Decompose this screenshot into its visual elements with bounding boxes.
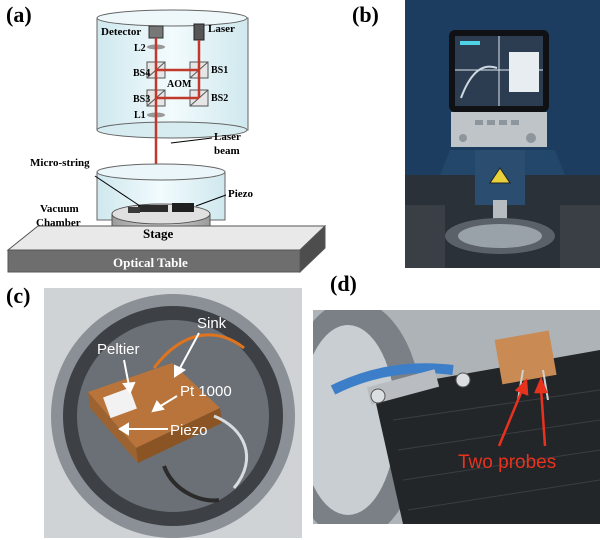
label-pt1000: Pt 1000 bbox=[180, 383, 232, 400]
label-bs1: BS1 bbox=[211, 65, 228, 76]
probe-photo: Two probes bbox=[313, 310, 600, 524]
label-detector: Detector bbox=[101, 26, 141, 38]
label-two-probes: Two probes bbox=[458, 452, 556, 473]
label-piezo-c: Piezo bbox=[170, 422, 208, 439]
label-stage: Stage bbox=[143, 226, 174, 241]
label-peltier: Peltier bbox=[97, 341, 140, 358]
label-vacuum-2: Chamber bbox=[36, 217, 81, 229]
micro-string-chip bbox=[138, 205, 168, 212]
chamber-photo: Sink Peltier Pt 1000 Piezo bbox=[44, 288, 302, 538]
label-l1: L1 bbox=[134, 110, 146, 121]
label-laser-beam-1: Laser bbox=[214, 131, 241, 143]
label-micro-string: Micro-string bbox=[30, 157, 90, 169]
label-sink: Sink bbox=[197, 315, 227, 332]
label-bs3: BS3 bbox=[133, 94, 150, 105]
label-l2: L2 bbox=[134, 43, 146, 54]
instrument-photo bbox=[405, 0, 600, 268]
label-bs2: BS2 bbox=[211, 93, 228, 104]
panel-c-label: (c) bbox=[6, 283, 31, 308]
optical-table-shape bbox=[6, 224, 327, 274]
laser-box bbox=[193, 23, 205, 41]
label-laser: Laser bbox=[208, 23, 235, 35]
label-optical-table: Optical Table bbox=[113, 255, 188, 270]
label-aom: AOM bbox=[167, 79, 192, 90]
label-bs4: BS4 bbox=[133, 68, 150, 79]
piezo-block bbox=[172, 203, 194, 212]
panel-a-label: (a) bbox=[6, 2, 32, 27]
label-laser-beam-2: beam bbox=[214, 145, 240, 157]
optics-enclosure bbox=[96, 9, 249, 139]
detector-box bbox=[148, 25, 164, 39]
label-piezo: Piezo bbox=[228, 188, 254, 200]
panel-b-label: (b) bbox=[352, 2, 379, 27]
panel-d-label: (d) bbox=[330, 271, 357, 296]
setup-schematic: Detector Laser L2 BS4 AOM BS1 BS3 BS2 L1… bbox=[6, 9, 327, 274]
label-vacuum-1: Vacuum bbox=[40, 203, 79, 215]
